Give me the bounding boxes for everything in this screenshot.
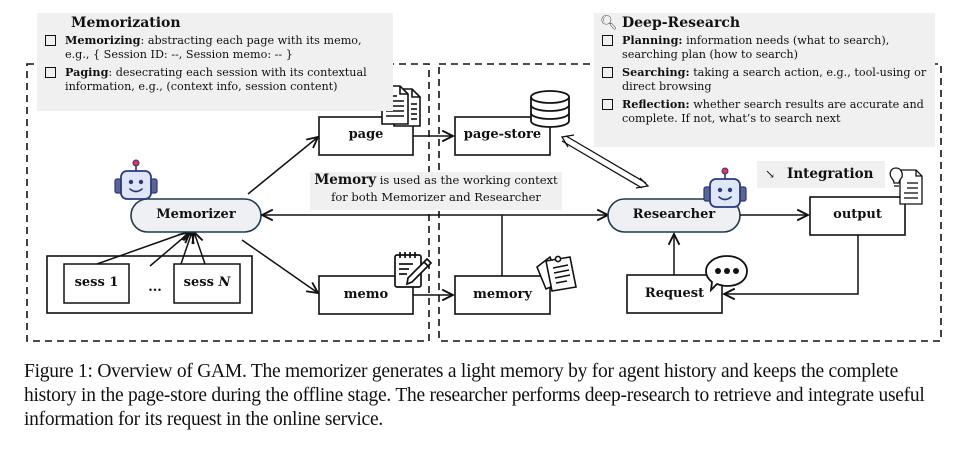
item-text: taking a search action, e.g., tool-using… bbox=[622, 66, 927, 93]
arrow-sessn-a-to-memorizer bbox=[180, 232, 192, 265]
checkbox-icon bbox=[45, 35, 56, 46]
speech-bubble-icon bbox=[705, 255, 748, 293]
item-text: information needs (what to search), sear… bbox=[622, 34, 890, 61]
memory-context-note: Memory is used as the working context fo… bbox=[310, 172, 562, 210]
checkbox-icon bbox=[602, 35, 613, 46]
robot-icon bbox=[114, 159, 158, 200]
database-icon bbox=[530, 90, 570, 128]
memorization-item: Memorizing: abstracting each page with i… bbox=[43, 33, 389, 62]
sess-1-box bbox=[63, 263, 130, 304]
double-arrow-page-store-researcher bbox=[560, 134, 650, 189]
arrow-sessn-b-to-memorizer bbox=[194, 232, 206, 265]
notepad-pencil-icon bbox=[394, 252, 433, 288]
item-term: Reflection: bbox=[622, 97, 690, 111]
memory-label: memory bbox=[473, 287, 532, 302]
integration-arrow-icon: ↘ bbox=[765, 167, 776, 181]
sess-ellipsis: ... bbox=[148, 280, 162, 295]
idea-document-icon bbox=[889, 167, 923, 205]
output-label: output bbox=[833, 207, 882, 222]
memory-note-bold: Memory bbox=[314, 172, 377, 188]
request-label: Request bbox=[644, 286, 705, 301]
checkbox-icon bbox=[602, 99, 613, 110]
item-term: Memorizing bbox=[65, 33, 141, 47]
deep-research-panel: 🔍︎Deep-Research Planning: information ne… bbox=[594, 13, 935, 147]
arrow-output-to-request bbox=[724, 235, 859, 294]
sess-n-label: sess N bbox=[183, 275, 231, 290]
researcher-label: Researcher bbox=[632, 207, 716, 222]
figure-caption: Figure 1: Overview of GAM. The memorizer… bbox=[24, 361, 925, 430]
sticky-notes-icon bbox=[536, 255, 577, 292]
checkbox-icon bbox=[45, 67, 56, 78]
deep-research-item: Planning: information needs (what to sea… bbox=[600, 33, 929, 62]
page-store-label: page-store bbox=[463, 127, 542, 142]
page-label: page bbox=[348, 127, 384, 142]
output-box bbox=[809, 196, 906, 236]
memo-label: memo bbox=[343, 287, 389, 302]
memorization-title: Memorization bbox=[71, 15, 181, 31]
item-term: Planning: bbox=[622, 33, 683, 47]
arrow-memorizer-to-memo bbox=[241, 239, 318, 293]
memorization-item: Paging: desecrating each session with it… bbox=[43, 65, 389, 94]
integration-label: ↘Integration bbox=[757, 161, 885, 188]
memorizer-label: Memorizer bbox=[156, 207, 236, 222]
item-term: Paging bbox=[65, 65, 109, 79]
checkbox-icon bbox=[602, 67, 613, 78]
item-text: abstracting each page with its memo, e.g… bbox=[65, 34, 362, 61]
deep-research-title-row: 🔍︎Deep-Research bbox=[600, 16, 929, 30]
deep-research-item: Reflection: whether search results are a… bbox=[600, 97, 929, 126]
memory-box bbox=[454, 275, 551, 315]
arrow-sess1-to-memorizer bbox=[96, 231, 190, 265]
deep-research-item: Searching: taking a search action, e.g.,… bbox=[600, 65, 929, 94]
sess-n-box bbox=[173, 263, 241, 304]
item-text: whether search results are accurate and … bbox=[622, 98, 924, 125]
memorization-panel: Memorization Memorizing: abstracting eac… bbox=[37, 13, 393, 111]
robot-icon bbox=[703, 167, 747, 208]
arrow-memorizer-to-page bbox=[247, 137, 318, 195]
magnifier-icon: 🔍︎ bbox=[600, 15, 618, 31]
sess-1-label: sess 1 bbox=[74, 275, 119, 290]
item-term: Searching: bbox=[622, 65, 690, 79]
item-text: desecrating each session with its contex… bbox=[65, 66, 367, 93]
deep-research-title: Deep-Research bbox=[622, 15, 741, 31]
request-box bbox=[626, 274, 723, 314]
